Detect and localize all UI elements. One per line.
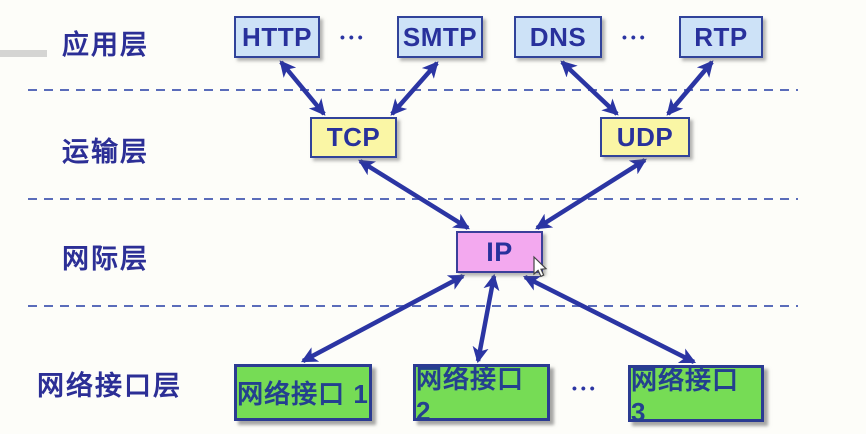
protocol-box-http: HTTP	[234, 16, 320, 58]
arrow-tcp-ip	[358, 159, 470, 230]
network-interface-box-1: 网络接口 1	[234, 364, 372, 421]
ellipsis-ni2-ni3: •••	[572, 380, 599, 396]
protocol-box-smtp: SMTP	[397, 16, 483, 58]
arrow-ip-ni1	[300, 274, 466, 363]
protocol-box-dns: DNS	[514, 16, 602, 58]
protocol-box-tcp: TCP	[310, 117, 397, 158]
arrow-ip-ni2	[472, 273, 500, 364]
arrow-http-tcp	[279, 60, 326, 116]
network-interface-box-2: 网络接口 2	[413, 364, 550, 426]
arrow-smtp-tcp	[390, 61, 439, 116]
layer-label-transport: 运输层	[62, 137, 149, 167]
arrow-ip-ni3	[522, 274, 697, 365]
network-interface-box-3: 网络接口 3	[628, 365, 764, 427]
arrow-udp-ip	[535, 158, 647, 230]
screen-artifact-bar	[0, 50, 47, 57]
protocol-box-ip: IP	[456, 231, 543, 273]
protocol-box-rtp: RTP	[679, 16, 763, 58]
ellipsis-dns-rtp: •••	[622, 29, 649, 45]
layer-label-network-interface: 网络接口层	[37, 371, 182, 401]
arrow-dns-udp	[560, 60, 619, 116]
connection-arrows	[279, 60, 714, 365]
layer-label-internet: 网际层	[62, 244, 149, 274]
layer-label-application: 应用层	[62, 30, 149, 60]
protocol-box-udp: UDP	[600, 117, 690, 157]
ellipsis-http-smtp: •••	[340, 29, 367, 45]
arrow-rtp-udp	[666, 60, 714, 116]
